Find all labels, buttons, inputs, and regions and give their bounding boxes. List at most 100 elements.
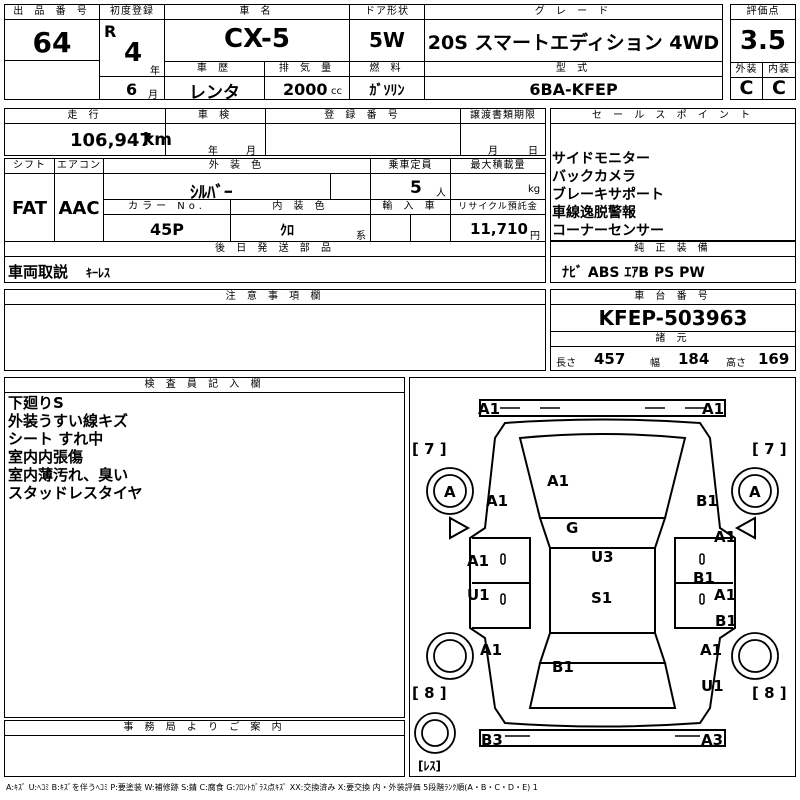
spare-label: [ﾚｽ]	[418, 759, 441, 773]
aircon: AAC	[58, 198, 100, 219]
fuel: ｶﾞｿﾘﾝ	[369, 83, 405, 99]
tire-fr-brackets: [ 7 ]	[752, 440, 787, 458]
first-reg-month: 6	[126, 80, 138, 99]
later-parts: 車両取説	[8, 263, 69, 281]
lot-no-header: 出 品 番 号	[4, 4, 100, 20]
inspection-month-unit: 月	[246, 146, 256, 157]
tire-fl-brackets: [ 7 ]	[412, 440, 447, 458]
mark-door-front-right: A1	[714, 528, 736, 546]
color-no-header: カラー No.	[103, 199, 231, 215]
rear-bumper-outline	[479, 729, 726, 747]
mileage: 106,947	[70, 130, 152, 151]
sales-points-header: セ ー ル ス ポ イ ン ト	[550, 108, 796, 124]
history-header: 車 歴	[164, 61, 265, 77]
transfer-deadline-header: 譲渡書類期限	[460, 108, 546, 124]
inspector-notes-header: 検 査 員 記 入 欄	[4, 377, 405, 393]
sales-point-item: ブレーキサポート	[552, 187, 664, 203]
notes-header: 注 意 事 項 欄	[4, 289, 546, 305]
mark-hood: A1	[547, 472, 569, 490]
inspector-note-item: 下廻りS	[8, 394, 64, 412]
first-reg-year: 4	[124, 38, 143, 68]
tire-rr-brackets: [ 8 ]	[752, 684, 787, 702]
mark-fender-front-right: B1	[696, 492, 718, 510]
aircon-header: エアコン	[54, 158, 104, 174]
mark-quarter-left: A1	[480, 641, 502, 659]
shift: FAT	[11, 198, 48, 219]
first-reg-header: 初度登録	[99, 4, 165, 20]
mark-quarter-right: A1	[700, 641, 722, 659]
score-grade-divider	[762, 62, 763, 100]
inspector-note-item: 室内内張傷	[8, 448, 84, 466]
recycle-header: リサイクル預託金	[450, 199, 546, 215]
spec-width-label: 幅	[650, 358, 660, 369]
tailgate-outline	[528, 662, 677, 709]
score-header: 評価点	[730, 4, 796, 20]
first-reg-era: R	[104, 22, 117, 41]
car-diagram: [ 7 ] [ 7 ] [ 8 ] [ 8 ] [ﾚｽ] A1 A1 A A A…	[412, 399, 787, 773]
inspector-note-item: シート すれ中	[8, 430, 104, 448]
displacement: 2000	[283, 80, 328, 99]
displacement-unit: cc	[331, 86, 342, 97]
wheel-rear-left-icon	[426, 632, 474, 680]
import-header: 輸 入 車	[370, 199, 451, 215]
mileage-unit: km	[143, 130, 173, 150]
inspector-note-item: 外装うすい線キズ	[8, 412, 129, 430]
lot-no: 64	[32, 26, 72, 59]
genuine-equipment-header: 純 正 装 備	[550, 241, 796, 257]
mark-rear-bumper-right: A3	[701, 731, 723, 749]
exterior-grade: C	[739, 77, 754, 99]
capacity-unit: 人	[436, 188, 446, 199]
mark-wheel-front-left: A	[444, 483, 456, 501]
mark-tailgate: B1	[552, 658, 574, 676]
door-header: ドア形状	[349, 4, 425, 20]
fuel-header: 燃 料	[349, 61, 425, 77]
tire-rl-brackets: [ 8 ]	[412, 684, 447, 702]
spec-length: 457	[594, 350, 626, 368]
legend: A:ｷｽﾞ U:ﾍｺﾐ B:ｷｽﾞを伴うﾍｺﾐ P:要塗装 W:補修跡 S:錆 …	[6, 783, 538, 792]
mark-door-front-left: A1	[467, 552, 489, 570]
transfer-month-unit: 月	[488, 146, 498, 157]
chassis-no-header: 車 台 番 号	[550, 289, 796, 305]
car-name: CX-5	[224, 24, 290, 54]
capacity-header: 乗車定員	[370, 158, 451, 174]
int-color-unit: 系	[356, 231, 366, 242]
mark-door-rear-left: U1	[467, 586, 490, 604]
spec-height: 169	[758, 350, 790, 368]
inspection-year-unit: 年	[208, 146, 218, 157]
grade-header: グ レ ー ド	[424, 4, 723, 20]
body-outline	[469, 418, 736, 728]
windshield-outline	[538, 517, 667, 549]
mark-wheel-rear-right-arch: U1	[701, 677, 724, 695]
ext-color-divider	[330, 173, 331, 200]
inspection-header: 車 検	[165, 108, 266, 124]
first-reg-month-unit: 月	[148, 90, 158, 101]
lot-no-divider	[4, 60, 100, 61]
transfer-day-unit: 日	[528, 146, 538, 157]
mark-door-rear-right: A1	[714, 586, 736, 604]
chassis-no: KFEP-503963	[598, 306, 748, 330]
mark-wheel-front-right: A	[749, 483, 761, 501]
inspector-note-item: 室内薄汚れ、臭い	[8, 466, 129, 484]
wheel-rear-right-icon	[731, 632, 779, 680]
ext-color: ｼﾙﾊﾞｰ	[190, 183, 233, 203]
shift-header: シフト	[4, 158, 55, 174]
mark-roof-front: U3	[591, 548, 614, 566]
reg-no-header: 登 録 番 号	[265, 108, 461, 124]
interior-grade: C	[772, 77, 786, 99]
grade: 20S スマートエディション 4WD	[427, 32, 720, 54]
office-notice-header: 事 務 局 よ り ご 案 内	[4, 720, 405, 736]
int-color-header: 内 装 色	[230, 199, 371, 215]
spec-length-label: 長さ	[556, 358, 576, 369]
first-reg-divider	[99, 76, 165, 77]
mark-rear-bumper-left: B3	[481, 731, 503, 749]
sales-point-item: サイドモニター	[552, 151, 650, 167]
specs-header: 諸 元	[550, 331, 796, 347]
mileage-header: 走 行	[4, 108, 166, 124]
inspector-note-item: スタッドレスタイヤ	[8, 484, 143, 502]
wheel-front-right-icon	[731, 467, 779, 515]
mark-fender-front-left: A1	[486, 492, 508, 510]
mark-front-bumper-left: A1	[478, 400, 500, 418]
exterior-header: 外装	[730, 62, 763, 78]
genuine-equipment: ﾅﾋﾞ ABS ｴｱB PS PW	[562, 265, 705, 281]
mark-windshield: G	[566, 519, 578, 537]
